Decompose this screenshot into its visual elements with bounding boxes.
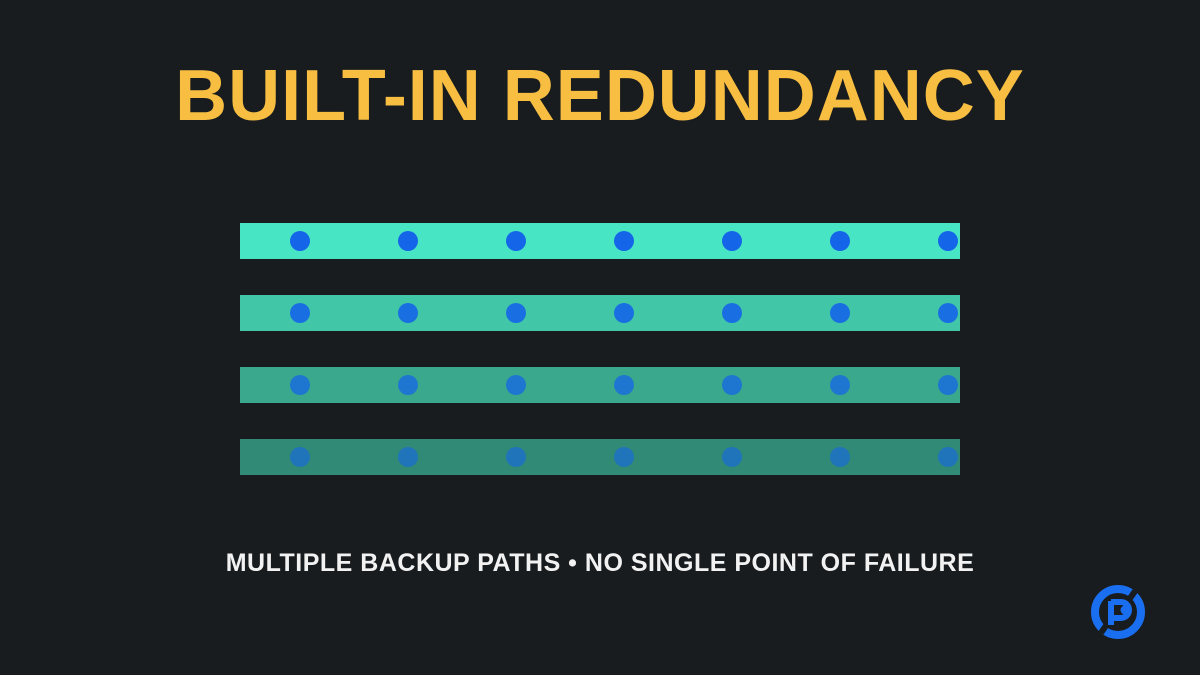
path-node [722,231,742,251]
path-node [506,375,526,395]
path-node [614,447,634,467]
path-node [290,303,310,323]
path-node [938,303,958,323]
path-node [938,447,958,467]
path-node [830,303,850,323]
path-node [722,303,742,323]
brand-logo-icon [1091,585,1145,639]
backup-path-2 [240,295,960,331]
subtitle: MULTIPLE BACKUP PATHS • NO SINGLE POINT … [225,549,975,577]
path-node [398,303,418,323]
backup-path-4 [240,439,960,475]
path-node [290,375,310,395]
path-node [506,447,526,467]
path-node [830,375,850,395]
path-node [830,447,850,467]
path-node [722,375,742,395]
path-node [938,375,958,395]
path-node [398,231,418,251]
path-node [830,231,850,251]
path-node [722,447,742,467]
logo-ring [1091,585,1145,639]
page-title: BUILT-IN REDUNDANCY [175,56,1025,136]
path-node [398,375,418,395]
path-node [614,231,634,251]
logo-dot [1120,605,1130,615]
path-node [290,231,310,251]
path-node [506,303,526,323]
path-node [938,231,958,251]
backup-path-3 [240,367,960,403]
path-node [506,231,526,251]
path-node [398,447,418,467]
path-node [614,303,634,323]
redundancy-paths-diagram [240,223,960,475]
path-node [290,447,310,467]
path-node [614,375,634,395]
backup-path-1 [240,223,960,259]
